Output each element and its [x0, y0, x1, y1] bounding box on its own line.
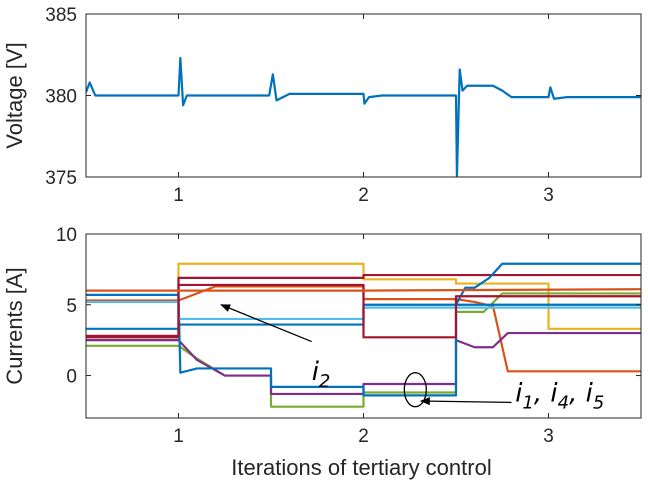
x-tick-label: 2 — [358, 185, 369, 206]
x-tick-label: 1 — [173, 426, 184, 447]
y-tick-label: 375 — [45, 168, 77, 189]
x-tick-label: 3 — [543, 426, 554, 447]
y-axis-label: Voltage [V] — [2, 42, 27, 148]
x-tick-label: 2 — [358, 426, 369, 447]
y-tick-label: 385 — [45, 5, 77, 26]
y-tick-label: 380 — [45, 87, 77, 108]
x-axis-label: Iterations of tertiary control — [231, 455, 491, 480]
y-tick-label: 10 — [56, 225, 77, 246]
annotation-arrow-i145 — [419, 397, 512, 406]
annotation-i2: i2 — [312, 357, 331, 392]
annotation-arrow-i2 — [220, 304, 312, 343]
series-line-2 — [86, 273, 641, 339]
series-line-6 — [86, 262, 641, 397]
series-line-5 — [86, 331, 641, 396]
x-tick-label: 1 — [173, 185, 184, 206]
annotations: i2 i1, i4, i5 — [220, 304, 604, 414]
series-line-10 — [86, 288, 641, 292]
x-tick-label: 3 — [543, 185, 554, 206]
y-axis-label: Currents [A] — [2, 267, 27, 384]
annotation-ellipse — [403, 372, 427, 408]
series-line-1 — [86, 56, 641, 177]
series-group — [86, 56, 641, 177]
y-tick-label: 0 — [66, 367, 77, 388]
annotation-i1-i4-i5: i1, i4, i5 — [515, 379, 604, 414]
series-group — [86, 262, 641, 408]
series-line-9 — [86, 283, 641, 339]
y-tick-label: 5 — [66, 296, 77, 317]
series-line-7 — [86, 300, 641, 321]
